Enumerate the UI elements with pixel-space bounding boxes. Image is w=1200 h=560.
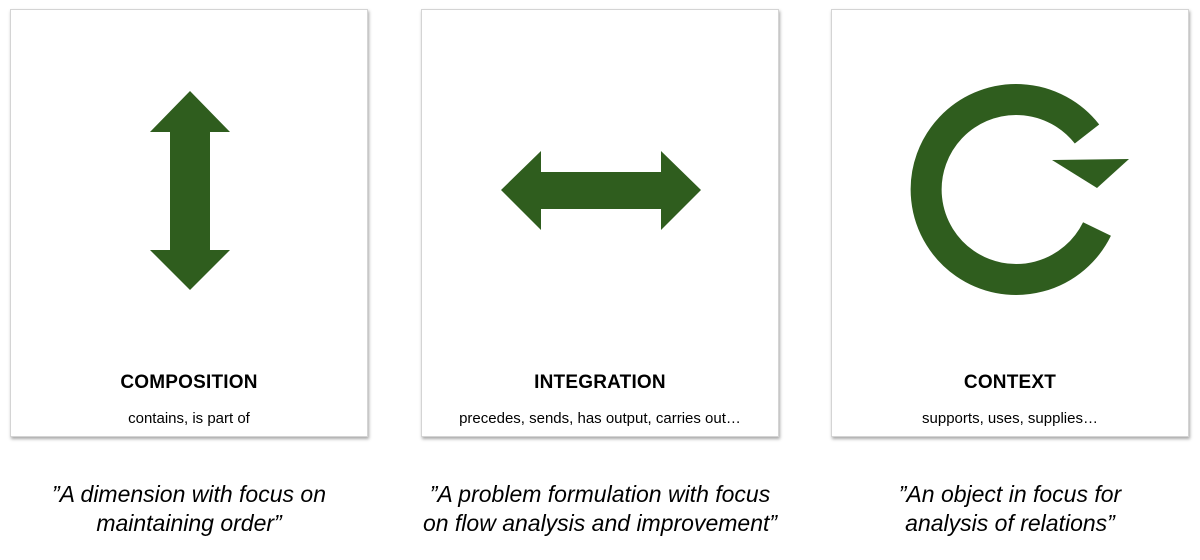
card-subtitle: precedes, sends, has output, carries out… [459, 410, 741, 427]
quote-integration: ”A problem formulation with focus on flo… [400, 480, 800, 538]
quote-line: ”A problem formulation with focus [429, 481, 771, 507]
quote-line: ”A dimension with focus on [51, 481, 326, 507]
card-subtitle: supports, uses, supplies… [922, 410, 1098, 427]
card-context: CONTEXT supports, uses, supplies… [831, 9, 1189, 437]
circular-arrow-icon [910, 84, 1129, 295]
vertical-double-arrow-icon [150, 91, 230, 290]
circular-arrow-head [1052, 159, 1129, 188]
circular-arrow-ring [910, 84, 1111, 295]
card-title: INTEGRATION [534, 372, 666, 393]
horizontal-arrow-shape [501, 151, 701, 230]
quote-line: ”An object in focus for [898, 481, 1122, 507]
card-title: CONTEXT [963, 372, 1057, 393]
quote-composition: ”A dimension with focus on maintaining o… [0, 480, 389, 538]
card-title: COMPOSITION [120, 372, 258, 393]
quote-line: on flow analysis and improvement” [422, 510, 778, 536]
quote-line: maintaining order” [96, 510, 282, 536]
quote-line: analysis of relations” [905, 510, 1115, 536]
vertical-arrow-shape [150, 91, 230, 290]
card-composition: COMPOSITION contains, is part of [10, 9, 368, 437]
horizontal-double-arrow-icon [501, 151, 701, 230]
quote-context: ”An object in focus for analysis of rela… [810, 480, 1200, 538]
card-integration: INTEGRATION precedes, sends, has output,… [421, 9, 779, 437]
card-subtitle: contains, is part of [128, 410, 250, 427]
